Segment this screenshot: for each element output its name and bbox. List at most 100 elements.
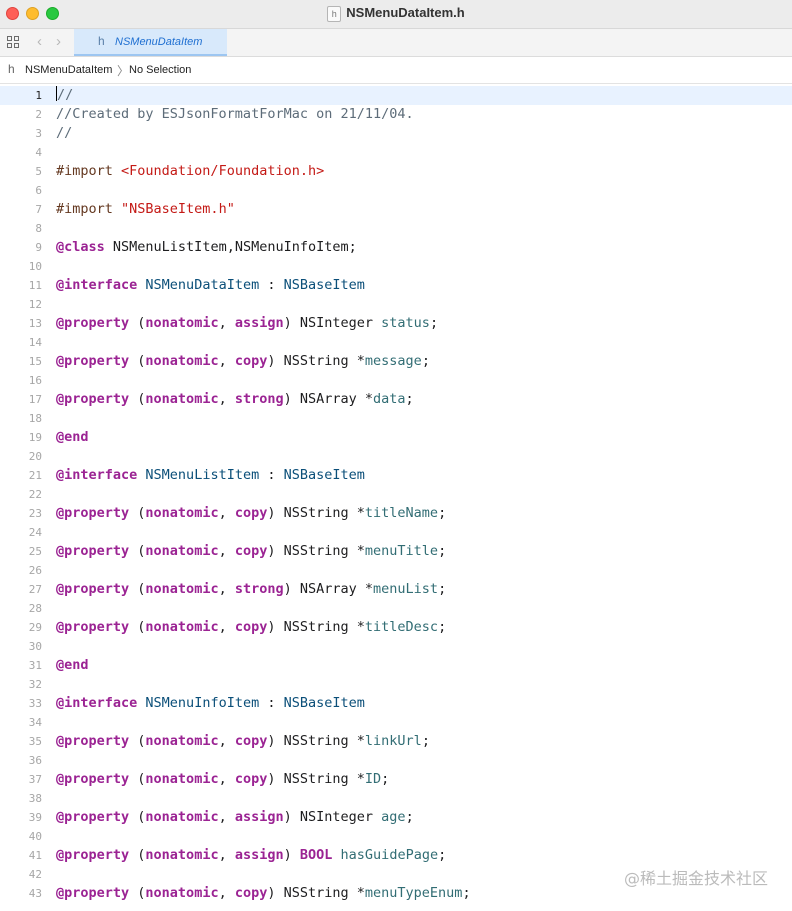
code-editor[interactable]: 1//2//Created by ESJsonFormatForMac on 2… <box>0 84 792 911</box>
code-line[interactable]: 31@end <box>0 656 792 675</box>
code-line[interactable]: 20 <box>0 447 792 466</box>
tab-nsmenudataitem[interactable]: h NSMenuDataItem <box>74 29 227 56</box>
code-line[interactable]: 24 <box>0 523 792 542</box>
minimize-window-button[interactable] <box>26 7 39 20</box>
close-window-button[interactable] <box>6 7 19 20</box>
line-number: 7 <box>35 203 42 216</box>
forward-chevron-icon[interactable]: › <box>56 33 61 50</box>
window-title: NSMenuDataItem.h <box>346 5 465 20</box>
code-token: // <box>56 125 73 141</box>
line-number: 16 <box>28 374 42 387</box>
line-number: 37 <box>28 773 42 786</box>
code-text: //Created by ESJsonFormatForMac on 21/11… <box>56 105 414 124</box>
code-line[interactable]: 36 <box>0 751 792 770</box>
code-token: ( <box>129 543 146 559</box>
code-token: ( <box>129 733 146 749</box>
code-token: , <box>218 543 235 559</box>
code-line[interactable]: 22 <box>0 485 792 504</box>
code-line[interactable]: 43@property (nonatomic, copy) NSString *… <box>0 884 792 903</box>
code-line[interactable]: 2//Created by ESJsonFormatForMac on 21/1… <box>0 105 792 124</box>
code-token: nonatomic <box>145 543 219 559</box>
code-token: ( <box>129 809 146 825</box>
line-number: 41 <box>28 849 42 862</box>
code-token: ) NSString * <box>267 771 365 787</box>
code-line[interactable]: 10 <box>0 257 792 276</box>
grid-icon[interactable] <box>7 36 20 49</box>
code-text: @property (nonatomic, copy) NSString *ti… <box>56 504 446 523</box>
code-line[interactable]: 28 <box>0 599 792 618</box>
code-token: NSMenuInfoItem <box>145 695 260 711</box>
code-token: strong <box>234 391 284 407</box>
jump-bar-file[interactable]: NSMenuDataItem <box>25 64 113 76</box>
code-line[interactable]: 33@interface NSMenuInfoItem : NSBaseItem <box>0 694 792 713</box>
code-token: @property <box>56 733 130 749</box>
code-line[interactable]: 35@property (nonatomic, copy) NSString *… <box>0 732 792 751</box>
code-token: message <box>364 353 422 369</box>
code-line[interactable]: 3// <box>0 124 792 143</box>
jump-bar-separator: 〉 <box>117 64 130 78</box>
code-line[interactable]: 14 <box>0 333 792 352</box>
code-line[interactable]: 26 <box>0 561 792 580</box>
code-line[interactable]: 18 <box>0 409 792 428</box>
code-line[interactable]: 16 <box>0 371 792 390</box>
code-token: ( <box>129 505 146 521</box>
code-line[interactable]: 5#import <Foundation/Foundation.h> <box>0 162 792 181</box>
code-line[interactable]: 1// <box>0 86 792 105</box>
code-text: @class NSMenuListItem,NSMenuInfoItem; <box>56 238 357 257</box>
code-token: ) <box>283 847 300 863</box>
line-number: 43 <box>28 887 42 900</box>
back-chevron-icon[interactable]: ‹ <box>37 33 42 50</box>
code-token: copy <box>234 885 268 901</box>
code-line[interactable]: 25@property (nonatomic, copy) NSString *… <box>0 542 792 561</box>
code-line[interactable]: 27@property (nonatomic, strong) NSArray … <box>0 580 792 599</box>
code-line[interactable]: 34 <box>0 713 792 732</box>
code-text: @interface NSMenuInfoItem : NSBaseItem <box>56 694 365 713</box>
code-line[interactable]: 38 <box>0 789 792 808</box>
code-token: ( <box>129 315 146 331</box>
code-token: @property <box>56 581 130 597</box>
code-line[interactable]: 37@property (nonatomic, copy) NSString *… <box>0 770 792 789</box>
code-line[interactable]: 40 <box>0 827 792 846</box>
code-text: #import "NSBaseItem.h" <box>56 200 235 219</box>
code-line[interactable]: 17@property (nonatomic, strong) NSArray … <box>0 390 792 409</box>
code-line[interactable]: 23@property (nonatomic, copy) NSString *… <box>0 504 792 523</box>
code-line[interactable]: 6 <box>0 181 792 200</box>
code-token: NSMenuDataItem <box>145 277 260 293</box>
code-token: ; <box>381 771 390 787</box>
code-line[interactable]: 4 <box>0 143 792 162</box>
code-line[interactable]: 12 <box>0 295 792 314</box>
code-token: assign <box>234 809 284 825</box>
code-line[interactable]: 30 <box>0 637 792 656</box>
code-line[interactable]: 15@property (nonatomic, copy) NSString *… <box>0 352 792 371</box>
line-number: 40 <box>28 830 42 843</box>
code-line[interactable]: 9@class NSMenuListItem,NSMenuInfoItem; <box>0 238 792 257</box>
code-line[interactable]: 32 <box>0 675 792 694</box>
line-number: 38 <box>28 792 42 805</box>
code-token: nonatomic <box>145 391 219 407</box>
code-token: menuTypeEnum <box>364 885 463 901</box>
code-token: titleDesc <box>364 619 439 635</box>
code-text: @end <box>56 656 89 675</box>
code-line[interactable]: 19@end <box>0 428 792 447</box>
code-token: ; <box>438 543 447 559</box>
code-line[interactable]: 13@property (nonatomic, assign) NSIntege… <box>0 314 792 333</box>
code-token: ; <box>405 809 414 825</box>
code-token: ) NSString * <box>267 885 365 901</box>
tab-label: NSMenuDataItem <box>115 36 203 48</box>
code-line[interactable]: 29@property (nonatomic, copy) NSString *… <box>0 618 792 637</box>
code-token: ) NSInteger <box>283 315 382 331</box>
code-token: nonatomic <box>145 809 219 825</box>
code-token: , <box>218 809 235 825</box>
code-text: @property (nonatomic, copy) NSString *me… <box>56 542 446 561</box>
jump-bar-selection[interactable]: No Selection <box>129 64 192 76</box>
code-line[interactable]: 7 #import "NSBaseItem.h" <box>0 200 792 219</box>
code-line[interactable]: 11@interface NSMenuDataItem : NSBaseItem <box>0 276 792 295</box>
code-line[interactable]: 41@property (nonatomic, assign) BOOL has… <box>0 846 792 865</box>
code-line[interactable]: 21@interface NSMenuListItem : NSBaseItem <box>0 466 792 485</box>
zoom-window-button[interactable] <box>46 7 59 20</box>
code-line[interactable]: 39@property (nonatomic, assign) NSIntege… <box>0 808 792 827</box>
code-token: nonatomic <box>145 847 219 863</box>
code-line[interactable]: 42 <box>0 865 792 884</box>
code-line[interactable]: 8 <box>0 219 792 238</box>
